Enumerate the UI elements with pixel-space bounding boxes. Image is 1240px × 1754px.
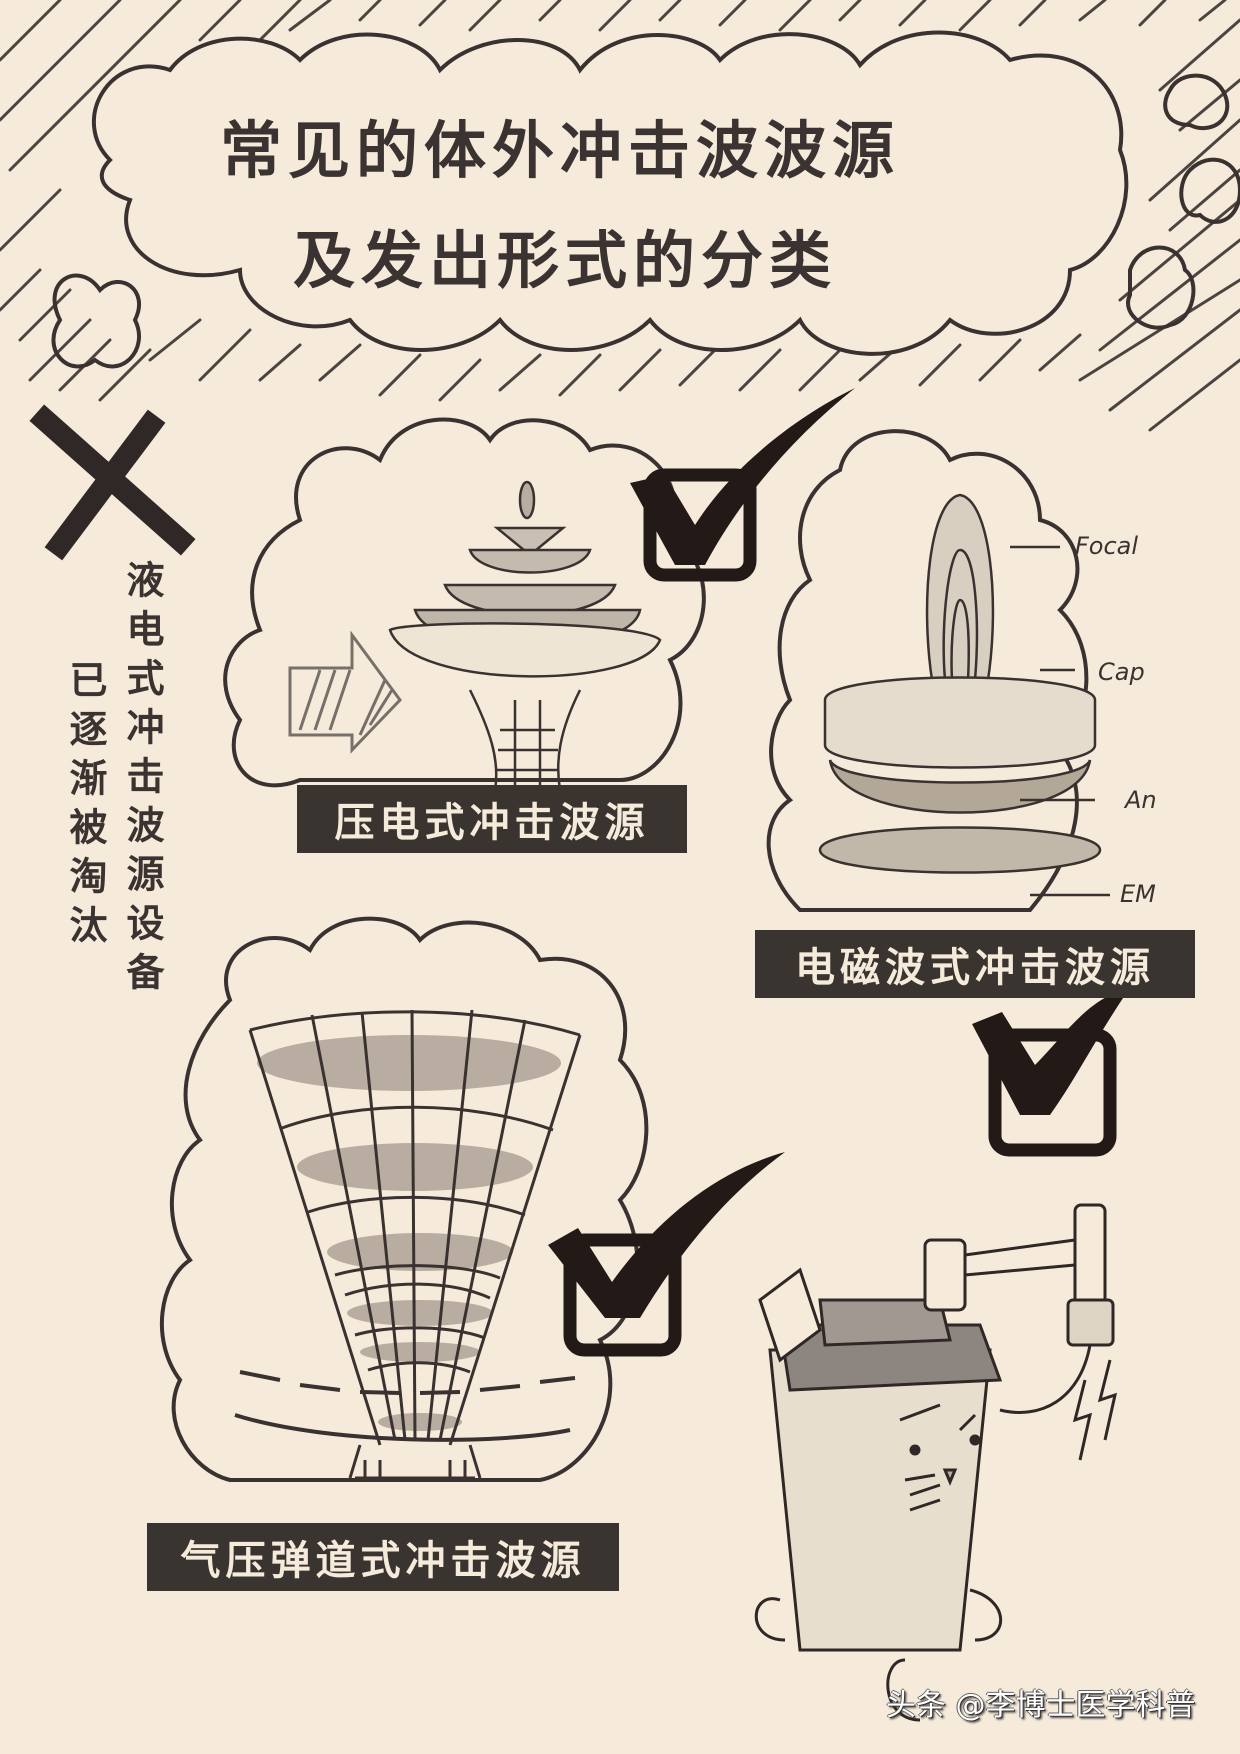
- em-illustration: [818, 493, 1110, 897]
- check-box-icon-pneumatic: [548, 1152, 785, 1357]
- check-box-icons: [548, 388, 1125, 1357]
- annotation-em: EM: [1120, 880, 1156, 908]
- piezo-illustration: [388, 480, 662, 791]
- small-cloud-right-1: [1163, 73, 1230, 131]
- rejected-device-text: 液电式冲击波源设备: [120, 560, 164, 1001]
- annotation-an: An: [1125, 786, 1157, 814]
- small-cloud-right-3: [1126, 245, 1196, 330]
- small-cloud-left: [51, 273, 142, 369]
- small-cloud-right-2: [1179, 157, 1240, 224]
- pneumatic-illustration: [234, 1009, 582, 1480]
- mascot-illustration: [754, 1203, 1118, 1722]
- check-box-icon-em: [972, 995, 1125, 1157]
- piezo-source-label: 压电式冲击波源: [297, 785, 687, 853]
- pneumatic-source-label: 气压弹道式冲击波源: [147, 1523, 619, 1591]
- hatching-lines: [0, 0, 1240, 432]
- poster-title-line1: 常见的体外冲击波波源: [219, 114, 900, 187]
- title-cloud: [91, 30, 1129, 356]
- cross-mark-icon: [29, 404, 196, 561]
- arrow-icon: [288, 630, 402, 754]
- poster-title-line2: 及发出形式的分类: [292, 224, 837, 297]
- piezo-cloud: [223, 417, 706, 788]
- pneumatic-cloud: [159, 916, 649, 1482]
- annotation-cap: Cap: [1098, 658, 1145, 686]
- annotation-focal: Focal: [1075, 532, 1139, 560]
- rejected-status-text: 已逐渐被淘汰: [63, 660, 107, 954]
- em-source-label: 电磁波式冲击波源: [755, 930, 1195, 998]
- check-box-icon-piezo: [630, 388, 855, 582]
- watermark: 头条 @李博士医学科普: [886, 1688, 1196, 1723]
